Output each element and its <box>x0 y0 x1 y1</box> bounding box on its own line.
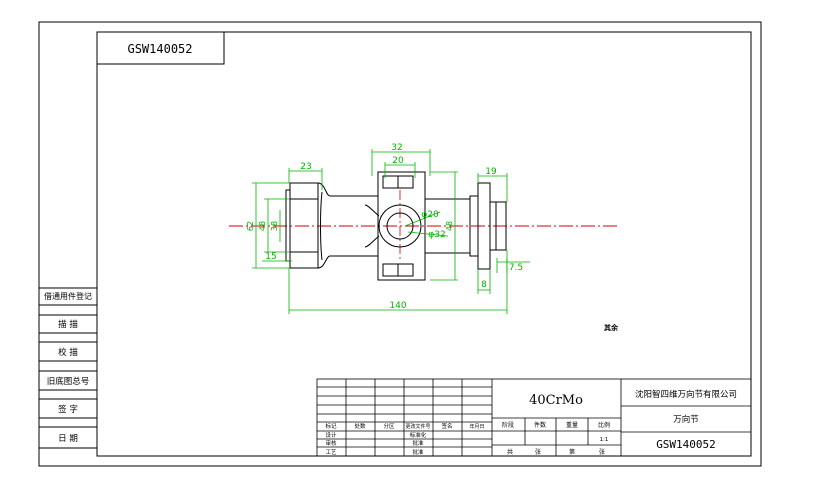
dim-phi20: φ20 <box>421 210 439 220</box>
row-mid-2: 批准 <box>412 439 424 447</box>
bottom-label-1: 共 <box>507 448 513 456</box>
part-outline <box>285 171 507 281</box>
dim-32: 32 <box>391 143 402 153</box>
row-left-2: 审核 <box>325 439 337 447</box>
dim-19: 19 <box>485 167 497 177</box>
dim-left-1: 62 <box>246 221 255 231</box>
row-mid-1: 标准化 <box>410 431 427 439</box>
material-text: 40CrMo <box>529 393 583 408</box>
roughness-mark: 其余 <box>604 323 619 332</box>
dim-8: 8 <box>481 280 487 290</box>
side-label-3: 校 描 <box>58 347 78 358</box>
side-table <box>39 287 97 449</box>
rev-header-3: 分区 <box>383 422 395 430</box>
side-label-6: 日 期 <box>58 434 78 444</box>
row-mid-3: 批准 <box>412 448 424 456</box>
bottom-label-3: 第 <box>569 448 575 456</box>
dim-left-3: 38 <box>270 221 279 231</box>
side-label-4: 旧底图总号 <box>47 376 90 387</box>
dim-140: 140 <box>389 301 406 311</box>
dimension-lines <box>252 149 530 314</box>
col-header-qty: 件数 <box>534 421 546 429</box>
part-name: 万向节 <box>673 414 699 425</box>
bottom-label-4: 张 <box>599 448 605 456</box>
title-block <box>316 378 752 457</box>
row-left-3: 工艺 <box>325 449 337 456</box>
side-label-5: 签 字 <box>58 404 78 415</box>
col-header-stage: 阶段 <box>502 421 514 429</box>
rev-header-5: 签名 <box>441 422 452 430</box>
company-name: 沈阳智四维万向节有限公司 <box>635 389 737 400</box>
outer-frame <box>38 21 762 467</box>
dim-15: 15 <box>265 252 276 262</box>
dim-23: 23 <box>300 162 311 172</box>
rev-header-4: 更改文件号 <box>405 423 430 430</box>
dim-48: 48 <box>445 221 454 231</box>
dim-20: 20 <box>392 156 404 166</box>
bottom-label-2: 张 <box>535 448 541 456</box>
dim-left-2: 48 <box>258 221 267 231</box>
side-label-2: 描 描 <box>58 319 78 330</box>
dim-phi32: φ32 <box>428 230 445 240</box>
rev-header-6: 年月日 <box>469 423 484 430</box>
col-header-weight: 重量 <box>566 421 578 429</box>
number-box-text: GSW140052 <box>127 42 192 56</box>
row-left-1: 设计 <box>325 431 337 439</box>
number-box <box>96 31 225 65</box>
rev-header-2: 处数 <box>354 422 366 430</box>
col-header-scale: 比例 <box>598 421 610 429</box>
side-label-1: 借通用件登记 <box>44 291 92 301</box>
dim-7-5: 7.5 <box>509 263 523 273</box>
part-number: GSW140052 <box>656 438 716 451</box>
rev-header-1: 标记 <box>325 422 337 430</box>
scale-value: 1:1 <box>600 437 609 443</box>
